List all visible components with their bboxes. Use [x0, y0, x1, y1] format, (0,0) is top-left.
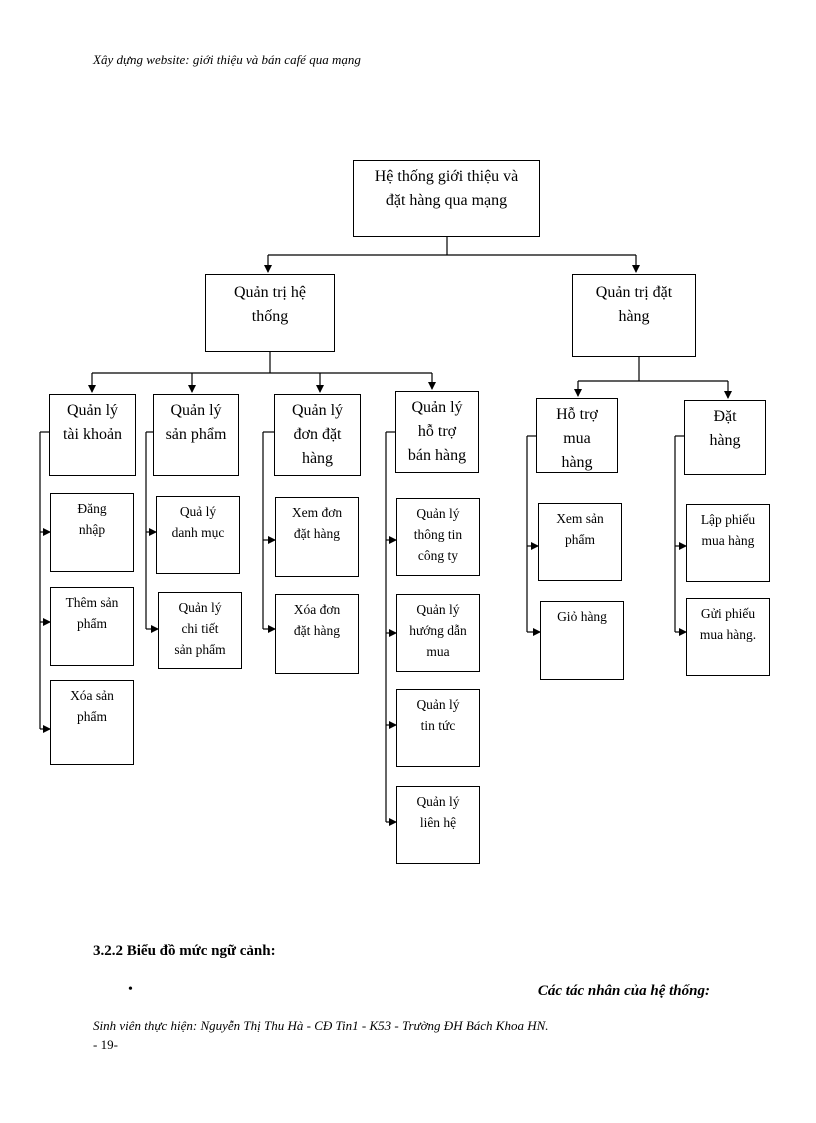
leaf-label: Thêm sản phẩm: [65, 595, 119, 631]
leaf-label: Gửi phiếu mua hàng.: [699, 606, 757, 642]
group-node-orders: Quản lý đơn đặt hàng: [274, 394, 361, 476]
page-number: - 19-: [93, 1037, 118, 1052]
leaf-node: Quản lý chi tiết sản phẩm: [158, 592, 242, 669]
group-label: Đặt hàng: [709, 408, 741, 449]
leaf-label: Quản lý thông tin công ty: [413, 506, 463, 563]
group-label: Quản lý hỗ trợ bán hàng: [407, 399, 467, 464]
leaf-node: Thêm sản phẩm: [50, 587, 134, 666]
leaf-label: Quản lý chi tiết sản phẩm: [174, 600, 226, 657]
admin-node: Quản trị hệ thống: [205, 274, 335, 352]
admin-node-label: Quản trị hệ thống: [234, 284, 306, 325]
leaf-label: Xóa sản phẩm: [70, 688, 114, 724]
leaf-label: Quản lý hướng dẫn mua: [409, 602, 467, 659]
section-heading: 3.2.2 Biểu đồ mức ngữ cảnh:: [93, 943, 276, 959]
leaf-label: Quản lý liên hệ: [416, 794, 460, 830]
leaf-node: Lập phiếu mua hàng: [686, 504, 770, 582]
leaf-node: Đăng nhập: [50, 493, 134, 572]
leaf-label: Xem đơn đặt hàng: [291, 505, 343, 541]
leaf-label: Giỏ hàng: [557, 609, 607, 624]
bullet-text: Các tác nhân của hệ thống:: [537, 983, 710, 999]
bullet-marker: •: [128, 982, 133, 997]
leaf-label: Quả lý danh mục: [171, 504, 225, 540]
group-node-product: Quản lý sản phẩm: [153, 394, 239, 476]
page-header: Xây dựng website: giới thiệu và bán café…: [93, 52, 361, 67]
leaf-label: Đăng nhập: [77, 501, 107, 537]
leaf-node: Quản lý thông tin công ty: [396, 498, 480, 576]
leaf-node: Quản lý liên hệ: [396, 786, 480, 864]
leaf-node: Xem sản phẩm: [538, 503, 622, 581]
group-node-purchase-support: Hỗ trợ mua hàng: [536, 398, 618, 473]
leaf-node: Quản lý hướng dẫn mua: [396, 594, 480, 672]
order-node: Quản trị đặt hàng: [572, 274, 696, 357]
order-node-label: Quản trị đặt hàng: [595, 284, 673, 325]
leaf-node: Quản lý tin tức: [396, 689, 480, 767]
leaf-node: Giỏ hàng: [540, 601, 624, 680]
leaf-node: Xem đơn đặt hàng: [275, 497, 359, 577]
leaf-node: Gửi phiếu mua hàng.: [686, 598, 770, 676]
leaf-node: Quả lý danh mục: [156, 496, 240, 574]
group-label: Hỗ trợ mua hàng: [556, 406, 598, 471]
group-node-place-order: Đặt hàng: [684, 400, 766, 475]
leaf-node: Xóa đơn đặt hàng: [275, 594, 359, 674]
group-node-support: Quản lý hỗ trợ bán hàng: [395, 391, 479, 473]
leaf-node: Xóa sản phẩm: [50, 680, 134, 765]
leaf-label: Quản lý tin tức: [416, 697, 460, 733]
leaf-label: Lập phiếu mua hàng: [700, 512, 756, 548]
group-label: Quản lý tài khoản: [62, 402, 123, 443]
root-node: Hệ thống giới thiệu và đặt hàng qua mạng: [353, 160, 540, 237]
hierarchy-connectors: [39, 237, 732, 826]
group-node-account: Quản lý tài khoản: [49, 394, 136, 476]
leaf-label: Xóa đơn đặt hàng: [293, 602, 341, 638]
page-footer: Sinh viên thực hiện: Nguyễn Thị Thu Hà -…: [93, 1018, 549, 1033]
leaf-label: Xem sản phẩm: [556, 511, 604, 547]
group-label: Quản lý đơn đặt hàng: [291, 402, 344, 467]
group-label: Quản lý sản phẩm: [165, 402, 227, 443]
root-node-label: Hệ thống giới thiệu và đặt hàng qua mạng: [374, 168, 519, 209]
